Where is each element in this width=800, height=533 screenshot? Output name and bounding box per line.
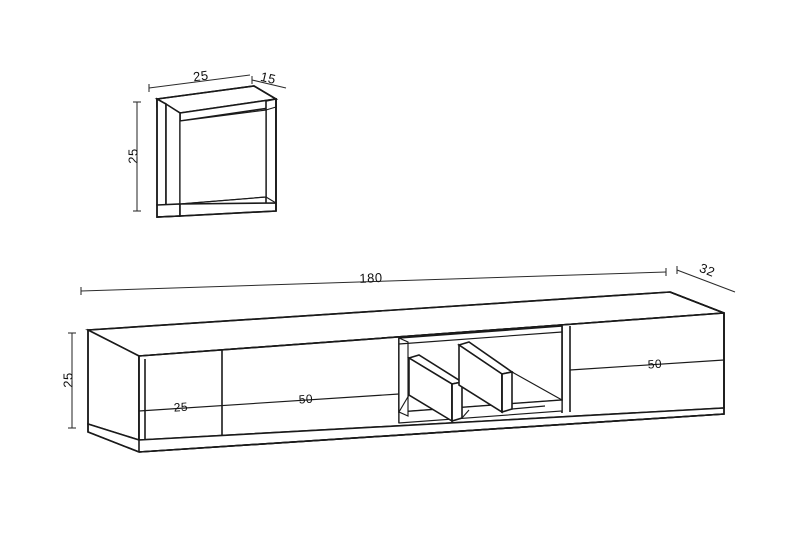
wall-cube-shelf-drawing	[154, 85, 279, 218]
unit-open-compartment	[398, 325, 563, 424]
unit-width-dimension-line	[80, 271, 667, 292]
shelf-divider-2-edge	[501, 371, 513, 414]
open-compartment-top-ledge	[398, 331, 563, 345]
cube-inner-bottom-shelf	[179, 196, 267, 205]
cube-right-panel	[265, 98, 277, 208]
shelf-divider-1-edge	[451, 381, 463, 423]
unit-drawer-split-right	[569, 359, 725, 371]
open-floor-back-right	[511, 371, 563, 401]
cube-left-panel-front	[165, 102, 181, 211]
cube-bottom-left-edge	[156, 215, 181, 218]
cube-width-label: 25	[192, 68, 209, 85]
open-compartment-left-wall	[398, 337, 409, 417]
unit-depth-dimension-line	[676, 269, 736, 293]
cube-bottom-front-band	[156, 203, 181, 218]
open-floor-perspective-left	[398, 394, 410, 413]
unit-top-front-edge	[138, 312, 725, 357]
tv-stand-unit-drawing	[85, 291, 725, 453]
cube-width-dimension-line	[148, 74, 251, 89]
open-floor-perspective-right	[511, 405, 546, 410]
unit-drawer-split-left	[138, 393, 400, 412]
cube-height-label: 25	[125, 148, 140, 163]
cube-inner-top-right-edge	[265, 106, 277, 111]
cube-depth-dimension-line	[251, 79, 287, 89]
unit-depth-label: 32	[697, 260, 717, 280]
unit-outline	[87, 291, 725, 453]
unit-section-center-label: 50	[298, 392, 313, 407]
cube-dimension-annotations: 25 15 25	[125, 68, 287, 212]
unit-width-label: 180	[359, 270, 383, 286]
unit-section-right-label: 50	[647, 357, 662, 372]
open-floor-perspective-mid	[461, 409, 470, 419]
cube-inner-bottom-right-edge	[265, 196, 277, 204]
unit-section-left-label: 25	[173, 400, 188, 415]
unit-height-label: 25	[60, 372, 75, 387]
cube-left-panel	[156, 97, 167, 211]
cube-depth-label: 15	[259, 69, 277, 87]
unit-dimension-annotations: 180 32 25 25 50 50	[60, 260, 736, 429]
cube-interior-cavity	[179, 109, 267, 205]
